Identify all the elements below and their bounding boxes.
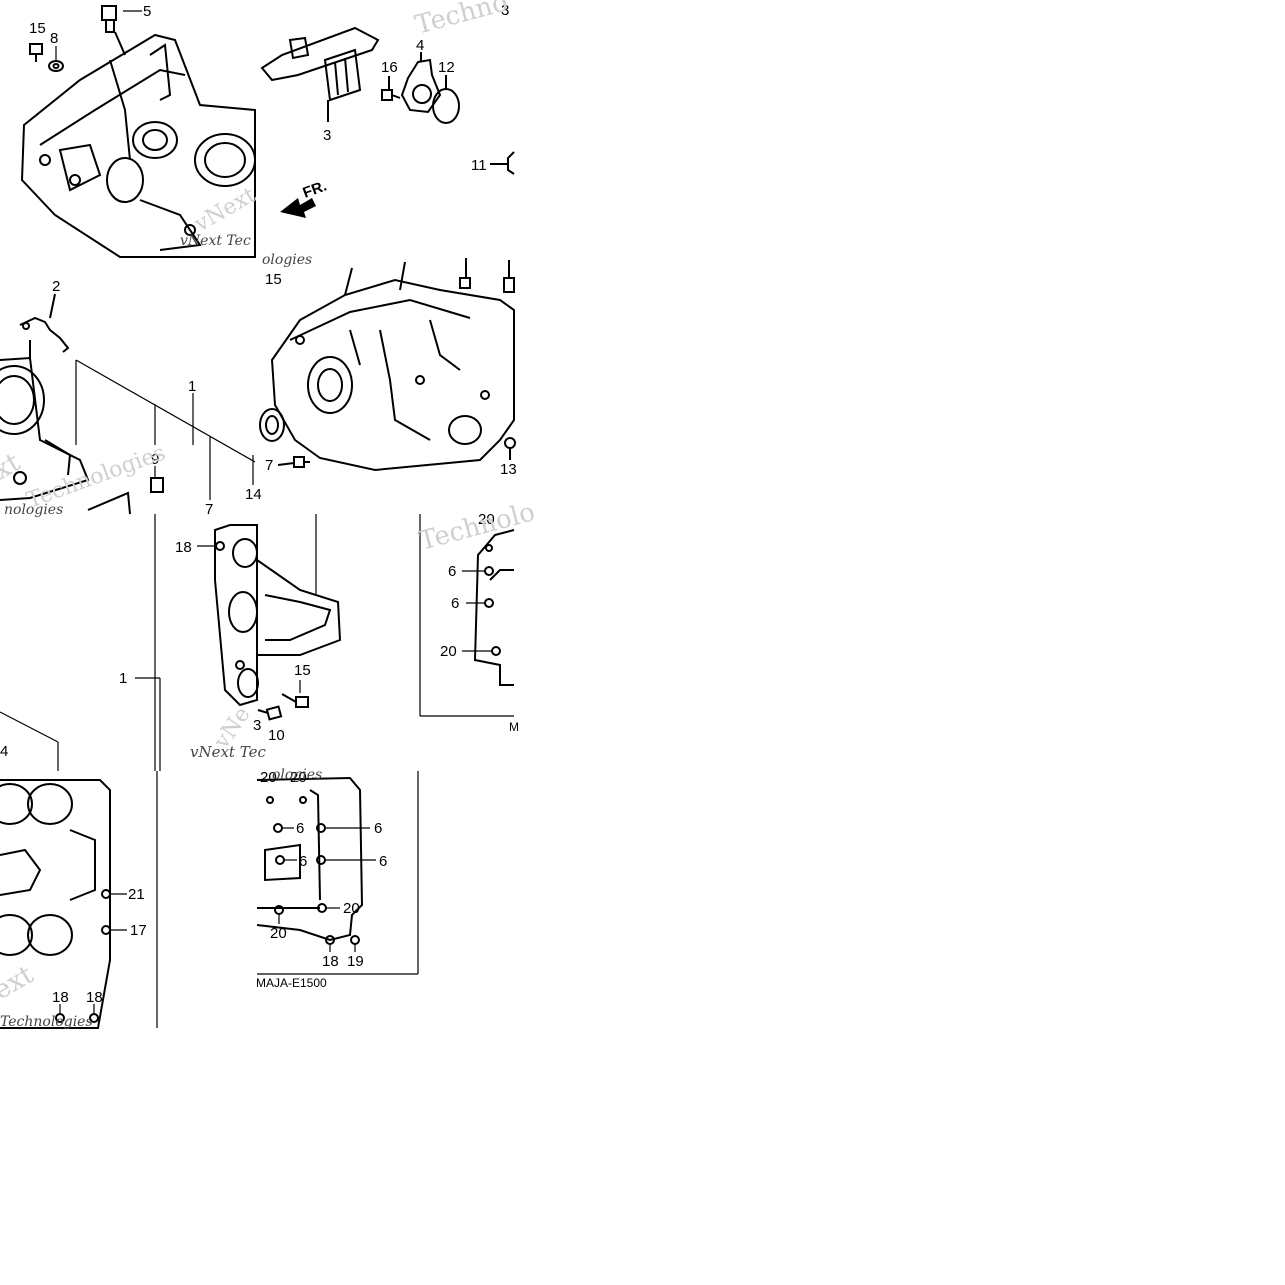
- callout-number: 9: [151, 451, 159, 468]
- callout-number: 3: [253, 717, 261, 734]
- bolt-icon: [277, 456, 310, 468]
- leader-lines: [59, 893, 127, 1014]
- callout-number: 1: [119, 670, 127, 687]
- crankcase-upper-drawing: [20, 33, 256, 258]
- callout-number: 15: [29, 20, 46, 37]
- leader-lines: [0, 514, 317, 771]
- callout-number: 21: [128, 886, 145, 903]
- plug-icon: [504, 437, 516, 460]
- watermark-text: vNext: [190, 182, 261, 237]
- callout-number: 20: [290, 769, 307, 786]
- leader-lines: [462, 570, 492, 652]
- tile-lower-crankcase: 15 7 13: [259, 258, 517, 478]
- callout-number: 20: [260, 769, 277, 786]
- callout-number: 6: [448, 563, 456, 580]
- callout-number: 20: [440, 643, 457, 660]
- front-arrow-icon: [280, 198, 316, 218]
- diagram-code: MAJA-E1500: [256, 976, 327, 990]
- bolt-icon: [459, 258, 471, 289]
- stud-bolt-icon: [257, 705, 283, 721]
- watermark-text: Technolo: [416, 497, 538, 557]
- callout-number: 3: [501, 2, 509, 19]
- front-arrow-label: FR.: [301, 178, 330, 202]
- callout-number: 15: [294, 662, 311, 679]
- callout-number: 5: [143, 3, 151, 20]
- callout-number: 4: [416, 37, 424, 54]
- crankcase-side-drawing: [214, 524, 342, 707]
- callout-number: 19: [347, 953, 364, 970]
- callout-number: 12: [438, 59, 455, 76]
- watermark-text: vNext Tec: [180, 233, 251, 249]
- callout-number: 3: [323, 127, 331, 144]
- tile-cover-parts: FR. 3 4 12 16 11 3 Techno ologies: [260, 0, 515, 268]
- callout-number: 18: [52, 989, 69, 1006]
- lower-crankcase-drawing: [270, 261, 515, 472]
- callout-number: 10: [268, 727, 285, 744]
- pulse-rotor-cover-drawing: [400, 52, 442, 114]
- diagram-code-fragment: M: [509, 720, 519, 734]
- callout-number: 11: [471, 157, 487, 174]
- callout-number: 6: [299, 853, 307, 870]
- tile-bottom-view-inset: 20 6 6 20 M Technolo: [416, 497, 538, 734]
- tile-cylinder-block: 2 1 9 7 14 xt Technologies nologies: [0, 278, 262, 518]
- inset-frame: [419, 514, 514, 717]
- breather-plate-drawing: [260, 26, 380, 122]
- callout-number: 20: [343, 900, 360, 917]
- watermark-text: ologies: [262, 252, 312, 268]
- crankcase-bottom-drawing: [256, 776, 364, 945]
- callout-number: 17: [130, 922, 147, 939]
- oil-pressure-switch-icon: [101, 5, 126, 56]
- dowel-pin-icon: [150, 477, 164, 493]
- leader-lines: [75, 359, 256, 500]
- o-ring-icon: [432, 75, 460, 124]
- callout-number: 20: [478, 511, 495, 528]
- leader-lines: [55, 10, 142, 60]
- crankcase-bottom-drawing: [473, 529, 515, 686]
- watermark-text: Technologies: [0, 1014, 93, 1030]
- callout-number: 6: [374, 820, 382, 837]
- callout-number: 2: [52, 278, 60, 295]
- callout-number: 16: [381, 59, 398, 76]
- watermark-text: vNext Tec: [190, 743, 266, 761]
- tile-crankcase-upper: 15 8 5 vNext vNext Tec: [20, 3, 261, 258]
- bolt-icon: [29, 43, 43, 62]
- callout-number: 6: [379, 853, 387, 870]
- inset-frame: [257, 771, 419, 975]
- seal-icon: [259, 408, 285, 442]
- callout-number: 15: [265, 271, 282, 288]
- callout-number: 7: [265, 457, 273, 474]
- callout-number: 20: [270, 925, 287, 942]
- callout-number: 14: [245, 486, 262, 503]
- watermark-text: ologies: [272, 767, 322, 783]
- watermark-text: nologies: [4, 502, 63, 518]
- watermark-text: Techno: [412, 0, 511, 41]
- bolt-icon: [281, 693, 309, 708]
- cylinder-block-drawing: [0, 340, 131, 515]
- watermark-text: xt: [0, 447, 26, 486]
- callout-number: 18: [86, 989, 103, 1006]
- tile-top-view: 4 21 17 18 18 ext Technologies: [0, 743, 158, 1030]
- callout-number: 6: [296, 820, 304, 837]
- callout-number: 6: [451, 595, 459, 612]
- watermark-text: ext: [0, 960, 39, 1007]
- tile-bottom-bolts: 20 20 6 6 6 6 20 20 18 19 MAJA-E1500 olo…: [256, 767, 419, 990]
- tile-crankcase-side: 18 1 15 10 3 vNe vNext Tec: [0, 514, 342, 771]
- callout-number: 13: [500, 461, 517, 478]
- callout-number: 8: [50, 30, 58, 47]
- callout-number: 18: [322, 953, 339, 970]
- callout-number: 1: [188, 378, 196, 395]
- block-top-view-drawing: [0, 779, 111, 1029]
- dowel-pin-icon: [503, 260, 515, 293]
- leader-lines: [278, 827, 376, 952]
- oil-pipe-icon: [19, 293, 70, 353]
- bolt-icon: [381, 76, 401, 101]
- callout-number: 7: [205, 501, 213, 518]
- callout-number: 18: [175, 539, 192, 556]
- callout-number: 4: [0, 743, 8, 760]
- washer-icon: [48, 60, 64, 72]
- plug-icon: [490, 151, 515, 175]
